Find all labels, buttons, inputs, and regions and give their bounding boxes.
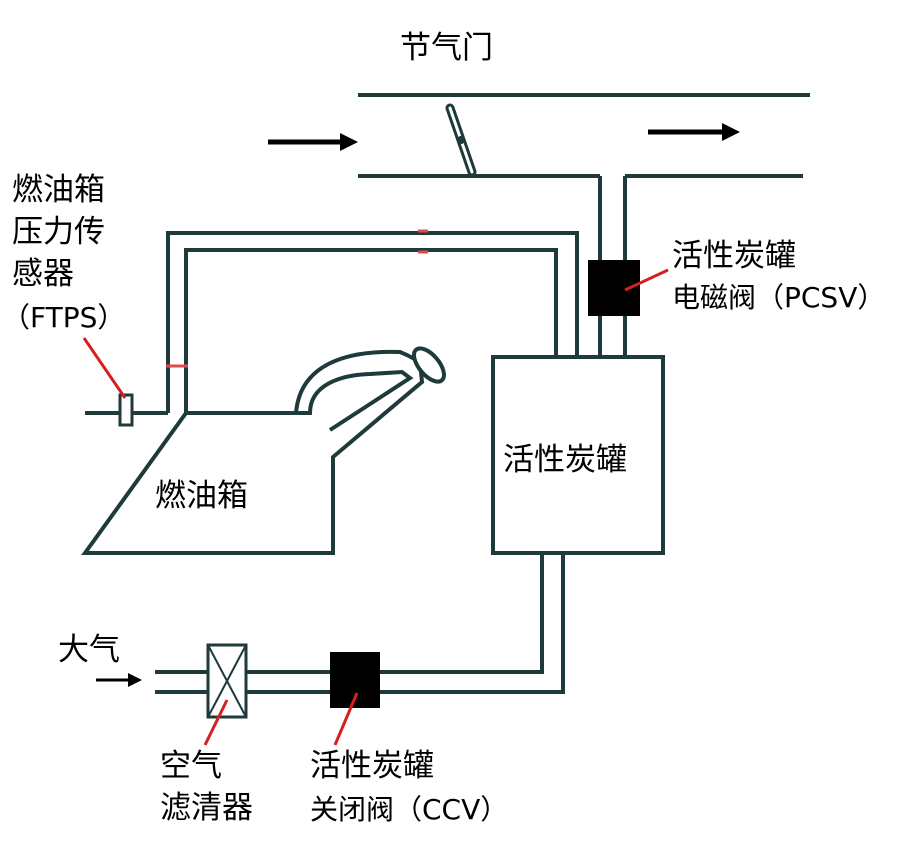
ccv-label-line1: 活性炭罐 xyxy=(310,748,434,784)
throttle-valve xyxy=(445,103,477,177)
pcsv-label-line2: 电磁阀（PCSV） xyxy=(672,281,886,314)
canister-label: 活性炭罐 xyxy=(503,442,627,478)
atmosphere-arrow xyxy=(96,673,142,687)
air-filter-label-line1: 空气 xyxy=(160,748,222,784)
ftps-label-line2: 压力传 xyxy=(12,214,105,250)
intake-flow-arrow-out xyxy=(648,123,740,141)
vapor-line-break-marks xyxy=(166,229,428,368)
atmosphere-label: 大气 xyxy=(58,632,120,668)
intake-duct xyxy=(358,93,810,178)
leader-lines xyxy=(82,268,669,746)
ftps-label-line4: （FTPS） xyxy=(2,301,126,334)
canister-box xyxy=(491,355,665,555)
throttle-label: 节气门 xyxy=(400,30,493,66)
fuel-tank-label: 燃油箱 xyxy=(155,478,248,514)
filler-cap xyxy=(412,346,446,384)
air-filter-label-line2: 滤清器 xyxy=(160,790,253,826)
filler-neck xyxy=(296,369,414,432)
fresh-air-line xyxy=(155,553,565,694)
intake-flow-arrow-in xyxy=(268,133,358,151)
air-filter xyxy=(206,643,248,719)
ccv-label-line2: 关闭阀（CCV） xyxy=(310,793,509,826)
ftps-label-line3: 感器 xyxy=(12,256,74,292)
ftps-label-line1: 燃油箱 xyxy=(12,172,105,208)
pcsv-label-line1: 活性炭罐 xyxy=(672,238,796,274)
vapor-line xyxy=(166,231,579,413)
fuel-tank xyxy=(81,349,425,555)
ftps-sensor xyxy=(118,393,134,427)
